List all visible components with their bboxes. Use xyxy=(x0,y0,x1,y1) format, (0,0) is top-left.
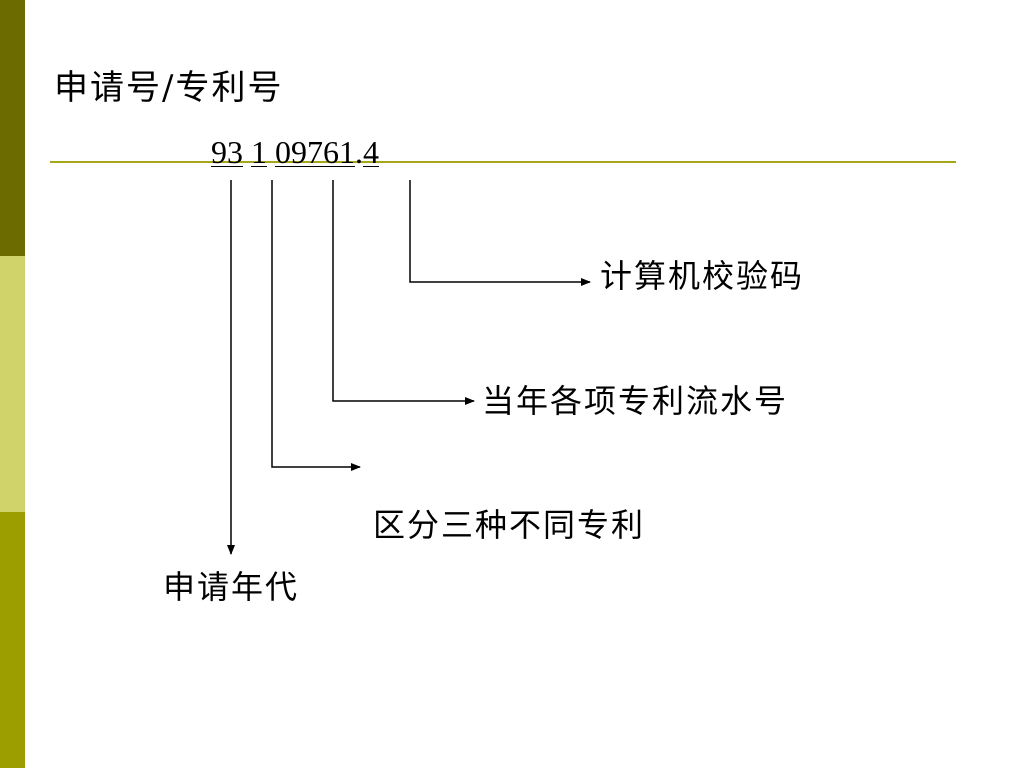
number-seg-check: 4 xyxy=(363,134,379,170)
side-bar-light xyxy=(0,256,25,512)
side-bar-dark xyxy=(0,0,25,256)
number-seg-serial: 09761 xyxy=(275,134,355,170)
horizontal-rule xyxy=(50,161,956,163)
patent-number: 93 1 09761.4 xyxy=(211,134,379,170)
label-type: 区分三种不同专利 xyxy=(373,506,646,544)
side-bar-olive xyxy=(0,512,25,768)
label-serial: 当年各项专利流水号 xyxy=(482,382,789,420)
slide-title: 申请号/专利号 xyxy=(54,68,284,108)
connector-check-digit xyxy=(409,180,591,286)
number-dot: . xyxy=(355,134,363,170)
connector-serial xyxy=(332,180,475,405)
label-check-digit: 计算机校验码 xyxy=(600,257,805,295)
label-year: 申请年代 xyxy=(163,568,300,606)
connector-type xyxy=(271,180,361,471)
number-seg-year: 93 xyxy=(211,134,243,170)
number-seg-type: 1 xyxy=(251,134,267,170)
